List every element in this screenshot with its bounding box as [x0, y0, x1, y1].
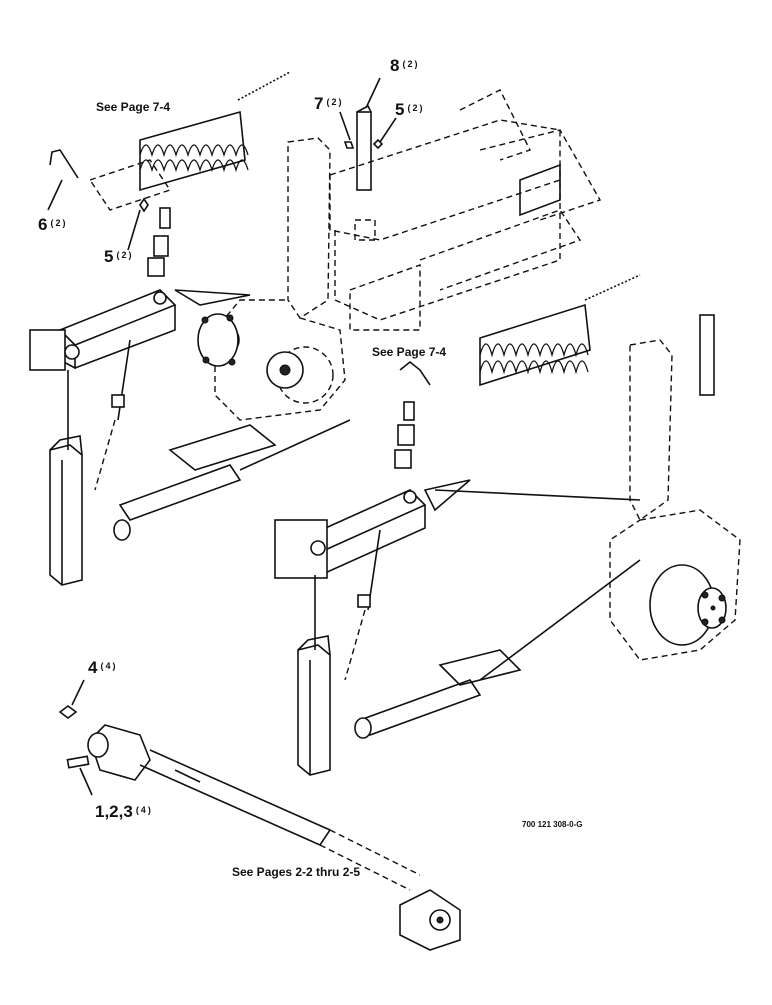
right-lift-beam: [274, 479, 641, 579]
drawing-number: 700 121 308-0-G: [522, 820, 583, 829]
part-5-clip-right: [372, 138, 384, 150]
part-7-clip: [343, 141, 355, 149]
see-page-note-mid: See Page 7-4: [372, 345, 447, 359]
callout-8-qty: (2): [402, 59, 420, 69]
left-adjust-rod: [94, 339, 131, 491]
right-cross-shaft: [354, 559, 641, 739]
callout-8: 8(2): [390, 56, 419, 76]
right-hub: [649, 564, 727, 646]
callout-1-2-3: 1,2,3(4): [95, 802, 153, 822]
left-cross-shaft: [113, 419, 351, 541]
callout-5-top-qty: (2): [407, 103, 425, 113]
callout-4: 4(4): [88, 658, 117, 678]
see-pages-note-bottom: See Pages 2-2 thru 2-5: [232, 865, 361, 879]
callout-5-top-number: 5: [395, 100, 405, 119]
left-lift-beam: [29, 289, 251, 371]
callout-1-2-3-number: 1,2,3: [95, 802, 133, 821]
callout-6: 6(2): [38, 215, 67, 235]
part-5-clip-left: [139, 197, 149, 213]
callout-7: 7(2): [314, 94, 343, 114]
callout-4-number: 4: [88, 658, 98, 677]
left-spring: [88, 71, 291, 211]
callout-7-qty: (2): [326, 97, 344, 107]
see-page-note-top: See Page 7-4: [96, 100, 171, 114]
part-8-bar: [356, 111, 372, 191]
callout-5-top: 5(2): [395, 100, 424, 120]
right-arm: [609, 314, 741, 661]
leader-lines: [47, 77, 397, 796]
main-frame: [329, 89, 602, 331]
callout-5-left-number: 5: [104, 247, 114, 266]
right-adjust-rod: [344, 529, 381, 681]
left-hub: [197, 313, 239, 367]
callout-6-qty: (2): [50, 218, 68, 228]
callout-1-2-3-qty: (4): [135, 805, 153, 815]
left-post: [49, 370, 83, 586]
callout-7-number: 7: [314, 94, 324, 113]
callout-4-qty: (4): [100, 661, 118, 671]
right-bolt-stack: [394, 401, 415, 469]
callout-5-left: 5(2): [104, 247, 133, 267]
callout-5-left-qty: (2): [116, 250, 134, 260]
driveline: [58, 705, 461, 951]
callout-8-number: 8: [390, 56, 400, 75]
callout-6-number: 6: [38, 215, 48, 234]
part-6-pin: [49, 149, 79, 179]
right-post: [297, 575, 331, 776]
left-bolt-stack: [147, 207, 171, 277]
right-spring: [399, 274, 641, 387]
left-arm: [210, 137, 346, 421]
